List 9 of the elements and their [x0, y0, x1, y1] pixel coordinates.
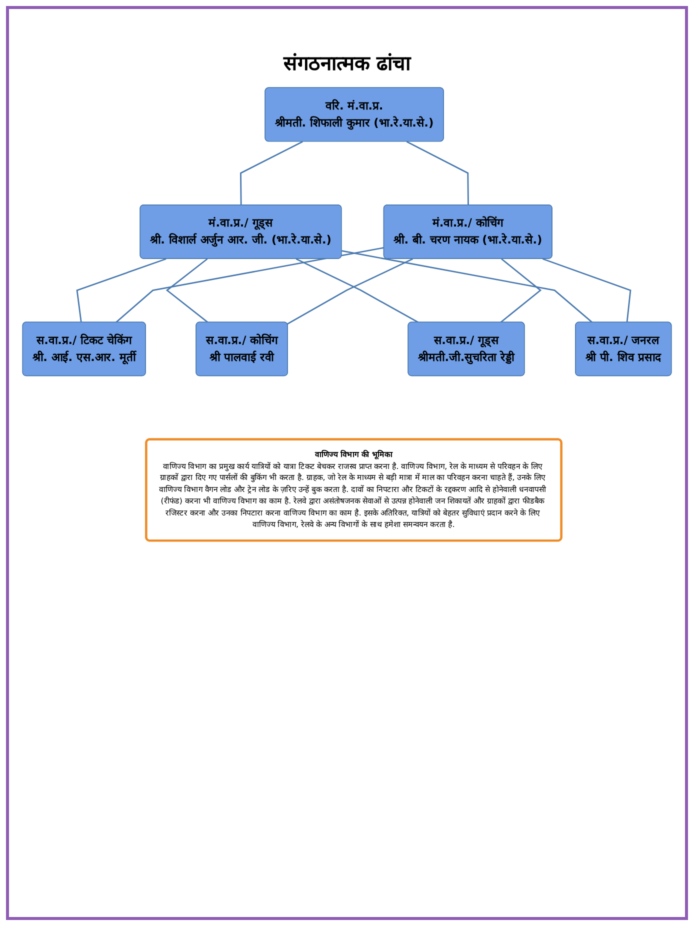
connector [76, 258, 166, 322]
connector [166, 258, 208, 323]
connector [406, 141, 469, 206]
diagram-title: संगठनात्मक ढांचा [284, 50, 410, 76]
connector [240, 141, 303, 206]
connector [500, 258, 542, 323]
connector [342, 250, 593, 323]
connector [115, 247, 384, 323]
connector [542, 258, 632, 322]
